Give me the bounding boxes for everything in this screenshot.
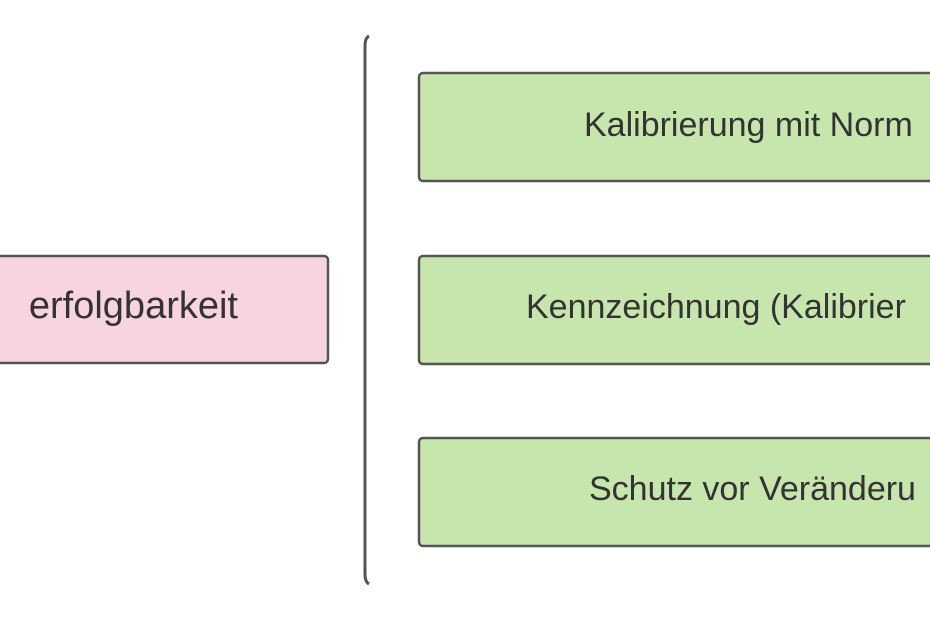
branch-node-label: Kennzeichnung (Kalibrier [526, 288, 906, 326]
divider-line [363, 34, 370, 586]
root-node: erfolgbarkeit [0, 254, 330, 365]
branch-node: Schutz vor Veränderu [417, 436, 930, 548]
root-node-label: erfolgbarkeit [29, 285, 239, 327]
branch-node-box [417, 71, 930, 183]
branch-node-box [417, 254, 930, 366]
branch-node-box [417, 436, 930, 548]
branch-node: Kalibrierung mit Norm [417, 71, 930, 183]
branch-node-label: Schutz vor Veränderu [589, 470, 916, 508]
branch-node-label: Kalibrierung mit Norm [584, 106, 913, 144]
root-node-box [0, 254, 330, 365]
branch-node: Kennzeichnung (Kalibrier [417, 254, 930, 366]
